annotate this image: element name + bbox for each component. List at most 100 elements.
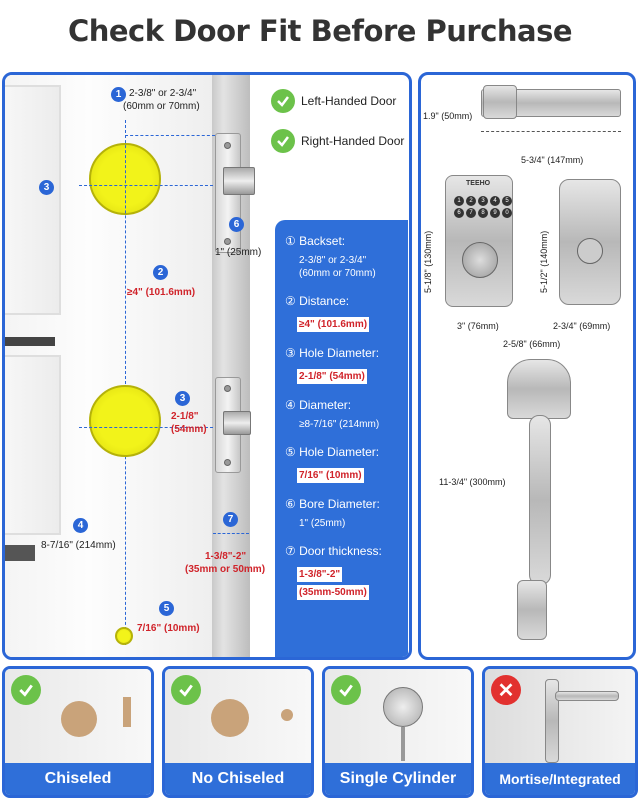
marker-4: 4 — [73, 518, 88, 533]
handleset-grip — [529, 415, 551, 585]
marker-6: 6 — [229, 217, 244, 232]
keypad-key: 9 — [490, 208, 500, 218]
backset-label: 2-3/8" or 2-3/4" — [129, 88, 197, 99]
keypad-key: 1 — [454, 196, 464, 206]
handle-width-label: 2-5/8" (66mm) — [503, 339, 561, 349]
brand-logo: TEEHO — [466, 180, 491, 187]
marker-2: 2 — [153, 265, 168, 280]
inside-unit — [559, 179, 621, 305]
spec-heading: ③ Hole Diameter: — [285, 346, 380, 360]
check-icon — [331, 675, 361, 705]
handle-height-label: 11-3/4" (300mm) — [439, 477, 506, 487]
thickness-label: 1-3/8"-2" — [205, 551, 247, 562]
keypad-key: 5 — [502, 196, 512, 206]
left-handed-label: Left-Handed Door — [301, 94, 397, 108]
spec-thickness: ⑦ Door thickness: 1-3/8"-2" (35mm-50mm) — [285, 544, 398, 600]
lower-bore-hole — [89, 385, 161, 457]
inside-width-label: 2-3/4" (69mm) — [553, 321, 611, 331]
spec-bore: ⑥ Bore Diameter: 1" (25mm) — [285, 497, 398, 530]
spec-value: 1-3/8"-2" — [297, 567, 343, 582]
keypad-key: 4 — [490, 196, 500, 206]
spec-value: ≥4" (101.6mm) — [297, 317, 370, 332]
distance-label: ≥4" (101.6mm) — [127, 287, 196, 298]
spec-value: 7/16" (10mm) — [297, 468, 364, 483]
hole-diam-label: 2-1/8" — [171, 411, 199, 422]
spec-heading: ② Distance: — [285, 294, 350, 308]
card-label: Mortise/Integrated — [485, 763, 635, 795]
spec-heading: ① Backset: — [285, 234, 346, 248]
small-hole — [115, 627, 133, 645]
spec-heading: ⑤ Hole Diameter: — [285, 445, 380, 459]
handleset-base — [517, 580, 547, 640]
marker-7: 7 — [223, 512, 238, 527]
backset-mm-label: (60mm or 70mm) — [123, 101, 200, 112]
lever-width-line — [481, 131, 621, 132]
upper-center-line — [79, 185, 213, 186]
cylinder-lock — [383, 687, 423, 727]
spec-value: (60mm or 70mm) — [299, 268, 376, 279]
right-handed-label: Right-Handed Door — [301, 134, 405, 148]
check-icon — [271, 89, 295, 113]
spec-distance: ② Distance: ≥4" (101.6mm) — [285, 294, 398, 332]
card-label: Chiseled — [5, 763, 151, 795]
spec-value: (35mm-50mm) — [297, 585, 369, 600]
keypad-key: 3 — [478, 196, 488, 206]
check-icon — [11, 675, 41, 705]
card-label: No Chiseled — [165, 763, 311, 795]
latch-slot — [123, 697, 131, 727]
bore-hole — [61, 701, 97, 737]
keypad-key: 0 — [502, 208, 512, 218]
spec-heading: ⑦ Door thickness: — [285, 544, 382, 558]
spec-backset: ① Backset: 2-3/8" or 2-3/4" (60mm or 70m… — [285, 234, 398, 280]
diameter-label: 8-7/16" (214mm) — [41, 540, 116, 551]
marker-1: 1 — [111, 87, 126, 102]
spec-value: ≥8-7/16" (214mm) — [299, 419, 380, 430]
check-icon — [171, 675, 201, 705]
door-hinge-shadow — [5, 337, 55, 346]
thickness-line — [213, 533, 249, 534]
lower-center-line — [79, 427, 213, 428]
lever-base — [483, 85, 517, 119]
mortise-lever — [555, 691, 619, 701]
marker-5: 5 — [159, 601, 174, 616]
inside-height-label: 5-1/2" (140mm) — [539, 230, 549, 293]
backset-line — [125, 135, 215, 136]
spec-value: 2-1/8" (54mm) — [297, 369, 367, 384]
handleset-top — [507, 359, 571, 419]
bore-hole — [211, 699, 249, 737]
thumb-turn — [577, 238, 603, 264]
spec-value: 2-3/8" or 2-3/4" — [299, 255, 367, 266]
spec-small-hole: ⑤ Hole Diameter: 7/16" (10mm) — [285, 445, 398, 483]
lower-latch-bolt — [223, 411, 251, 435]
spec-value: 1" (25mm) — [299, 518, 346, 529]
card-mortise: ✕ Mortise/Integrated — [482, 666, 638, 798]
card-label: Single Cylinder — [325, 763, 471, 795]
screw — [224, 459, 231, 466]
thickness-mm-label: (35mm or 50mm) — [185, 564, 266, 575]
key-cylinder — [462, 242, 498, 278]
screw — [224, 238, 231, 245]
bore-label: 1" (25mm) — [215, 247, 262, 258]
page-title: Check Door Fit Before Purchase — [67, 14, 573, 48]
spec-heading: ④ Diameter: — [285, 398, 352, 412]
spec-list: ① Backset: 2-3/8" or 2-3/4" (60mm or 70m… — [275, 220, 408, 657]
door-fit-panel: 1 2-3/8" or 2-3/4" (60mm or 70mm) 3 6 1"… — [2, 72, 412, 660]
upper-latch-bolt — [223, 167, 255, 195]
keypad-key: 8 — [478, 208, 488, 218]
screw — [224, 385, 231, 392]
door-raised-panel — [5, 85, 61, 315]
door-raised-panel — [5, 355, 61, 535]
marker-3: 3 — [39, 180, 54, 195]
card-no-chiseled: No Chiseled — [162, 666, 314, 798]
card-single-cylinder: Single Cylinder — [322, 666, 474, 798]
check-icon — [271, 129, 295, 153]
keypad-height-label: 5-1/8" (130mm) — [423, 230, 433, 293]
card-chiseled: Chiseled — [2, 666, 154, 798]
spec-diameter: ④ Diameter: ≥8-7/16" (214mm) — [285, 398, 398, 431]
latch-hole — [281, 709, 293, 721]
marker-3b: 3 — [175, 391, 190, 406]
cross-icon: ✕ — [491, 675, 521, 705]
